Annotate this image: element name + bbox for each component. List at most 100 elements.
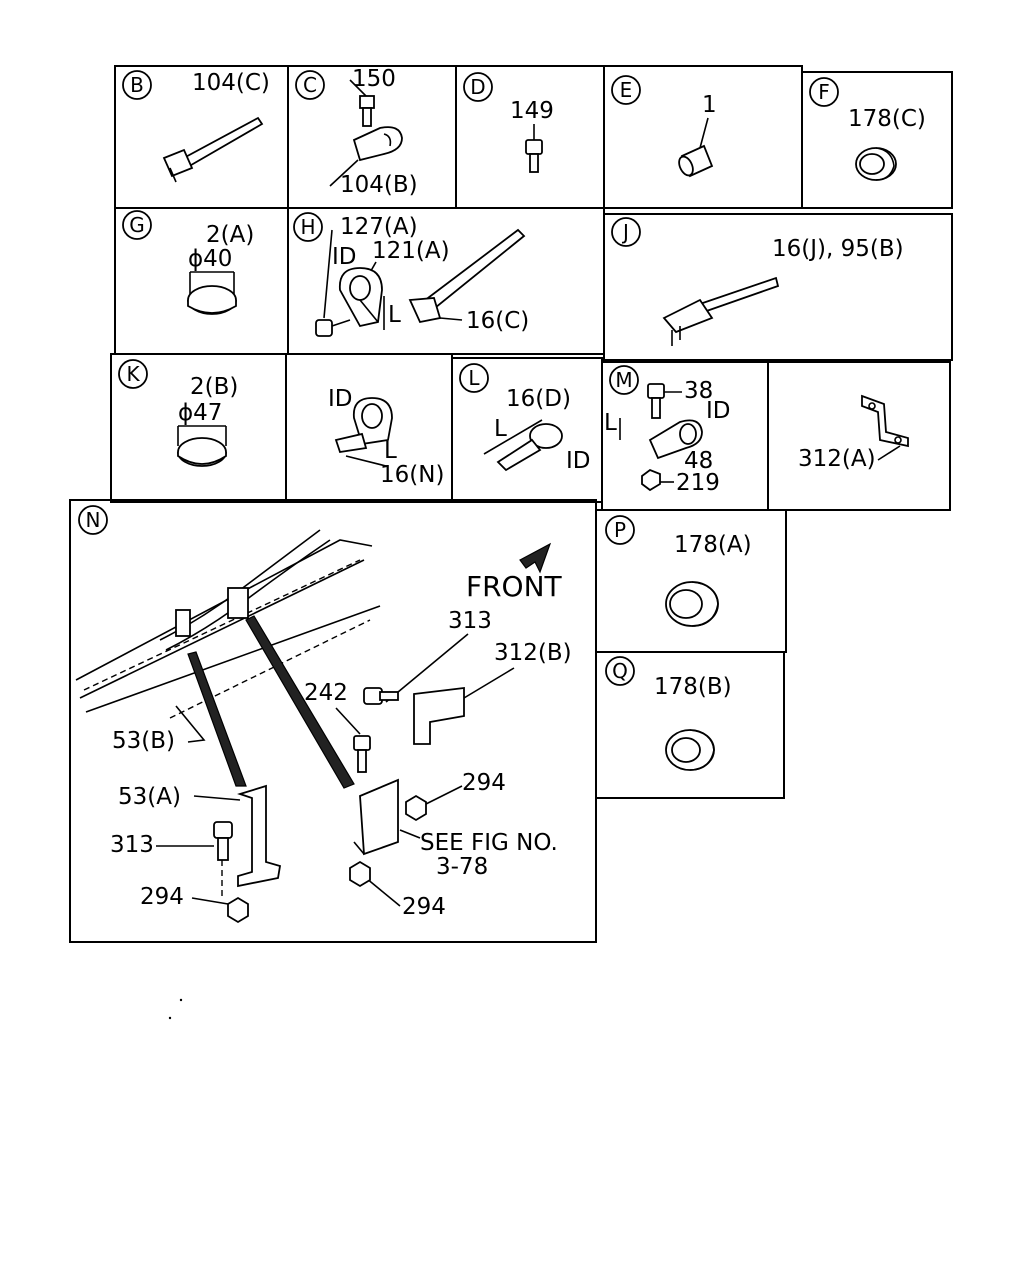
panel-n-letter: N: [86, 508, 101, 532]
panel-k2: ID L 16(N): [285, 353, 453, 503]
bolt-icon: [525, 139, 543, 173]
dim-label-l-l: L: [494, 416, 507, 442]
part-label-16c: 16(C): [466, 308, 529, 334]
nut-icon: [405, 794, 427, 822]
speck: [168, 1016, 172, 1020]
panel-n: N FRONT 313 312(B) 242: [69, 499, 597, 943]
clamp-icon: [334, 397, 393, 454]
dim-label-id-k2: ID: [328, 386, 353, 412]
part-label-104c: 104(C): [192, 70, 270, 96]
part-label-312b: 312(B): [494, 640, 572, 666]
panel-c-letter: C: [303, 73, 317, 97]
dim-label-id-m: ID: [706, 398, 731, 424]
bracket-icon: [861, 394, 909, 448]
panel-g-letter: G: [129, 213, 145, 237]
see-fig-number: 3-78: [436, 854, 488, 880]
panel-l-letter: L: [468, 366, 480, 390]
panel-h: H 127(A) 121(A) ID L 16(C): [287, 207, 605, 355]
bracket-see-fig-icon: [353, 778, 399, 856]
bolt-clip-icon: [352, 95, 403, 162]
part-label-104b: 104(B): [340, 172, 418, 198]
part-label-16d: 16(D): [506, 386, 571, 412]
bolt-icon: [363, 687, 399, 705]
panel-j: J 16(J), 95(B): [603, 213, 953, 361]
frame-rail: [75, 539, 381, 719]
part-label-312a: 312(A): [798, 446, 876, 472]
panel-e-letter: E: [620, 78, 633, 102]
nut-icon: [349, 860, 371, 888]
panel-p: P 178(A): [595, 509, 787, 653]
part-label-16n: 16(N): [380, 462, 444, 488]
part-label-219: 219: [676, 470, 720, 496]
part-label-294-left: 294: [140, 884, 184, 910]
part-label-178c: 178(C): [848, 106, 926, 132]
panel-b: B 104(C): [114, 65, 289, 209]
part-label-53b: 53(B): [112, 728, 175, 754]
part-label-38: 38: [684, 378, 713, 404]
clamp-icon: [338, 267, 383, 328]
part-label-121a: 121(A): [372, 238, 450, 264]
clamp-icon: [648, 419, 703, 460]
dim-label-47: ϕ47: [178, 400, 222, 426]
part-label-178b: 178(B): [654, 674, 732, 700]
panel-q-letter: Q: [612, 659, 628, 683]
panel-k-letter: K: [126, 362, 140, 386]
part-label-178a: 178(A): [674, 532, 752, 558]
dim-label-l-k2: L: [384, 438, 397, 464]
panel-l: L 16(D) L ID: [451, 357, 603, 503]
panel-m-letter: M: [615, 368, 632, 392]
cable-tie-clip-icon: [662, 276, 780, 346]
dim-label-l-h: L: [388, 302, 401, 328]
dim-label-id-h: ID: [332, 244, 357, 270]
screw-icon: [315, 319, 351, 337]
panel-c: C 150 104(B): [287, 65, 457, 209]
bracket-312b-icon: [413, 686, 465, 745]
panel-f-letter: F: [818, 80, 830, 104]
part-label-150: 150: [352, 66, 396, 92]
dim-label-l-m: L: [604, 410, 617, 436]
bracket-53a-icon: [237, 784, 282, 888]
panel-e: E 1: [603, 65, 803, 209]
speck: [179, 998, 183, 1002]
panel-q: Q 178(B): [595, 651, 785, 799]
part-label-53a: 53(A): [118, 784, 181, 810]
dim-label-id-l: ID: [566, 448, 591, 474]
panel-d: D 149: [455, 65, 605, 209]
nut-icon: [641, 468, 661, 492]
see-fig-label: SEE FIG NO.: [420, 830, 558, 856]
grommet-icon: [855, 147, 897, 181]
plug-icon: [177, 437, 227, 467]
grommet-icon: [665, 729, 715, 771]
leader-arrow-icon: [187, 615, 355, 789]
sleeve-icon: [678, 144, 714, 178]
panel-m: M 38 ID L 48 219: [601, 361, 769, 511]
part-label-149: 149: [510, 98, 554, 124]
nut-icon: [227, 896, 249, 924]
panel-h-letter: H: [300, 215, 315, 239]
part-label-127a: 127(A): [340, 214, 418, 240]
plug-icon: [187, 285, 237, 315]
panel-b-letter: B: [130, 73, 144, 97]
bolt-icon: [647, 383, 665, 419]
part-label-313-top: 313: [448, 608, 492, 634]
part-label-294-bottom: 294: [402, 894, 446, 920]
panel-f: F 178(C): [801, 71, 953, 209]
cable-tie-icon: [408, 228, 526, 324]
grommet-icon: [665, 581, 719, 627]
part-label-48: 48: [684, 448, 713, 474]
clip-icon: [496, 423, 563, 472]
bolt-icon: [213, 821, 233, 861]
front-label: FRONT: [466, 570, 563, 603]
cable-tie-icon: [162, 116, 264, 183]
part-label-2b: 2(B): [190, 374, 238, 400]
part-label-242: 242: [304, 680, 348, 706]
part-label-1: 1: [702, 92, 717, 118]
bolt-icon: [353, 735, 371, 773]
wire-harness: [159, 529, 331, 651]
part-label-2a: 2(A): [206, 222, 254, 248]
dim-label-40: ϕ40: [188, 246, 232, 272]
panel-j-letter: J: [621, 220, 629, 244]
panel-d-letter: D: [470, 75, 485, 99]
front-arrow-icon: [519, 542, 552, 574]
